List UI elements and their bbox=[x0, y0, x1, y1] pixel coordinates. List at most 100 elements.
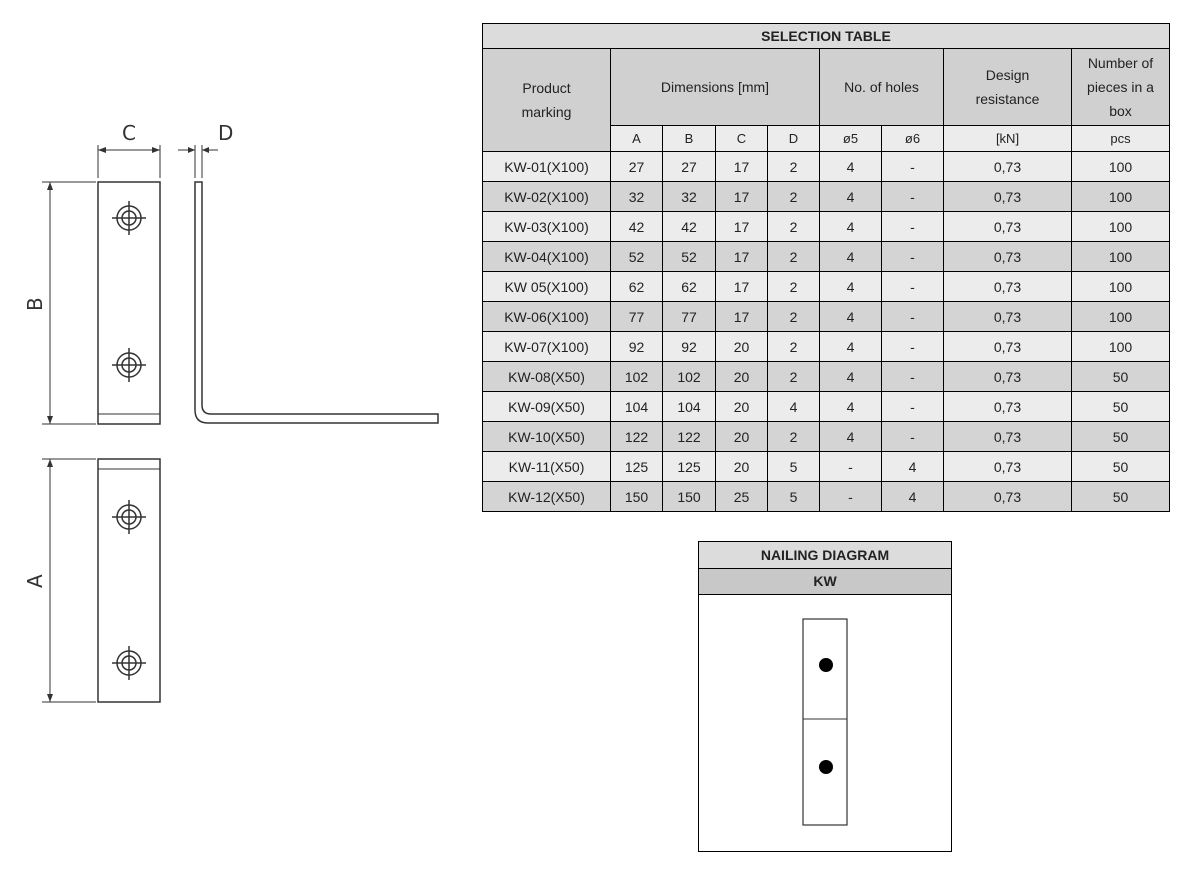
cell-dim-c: 17 bbox=[715, 241, 768, 272]
plate-outline bbox=[802, 618, 848, 826]
cell-dim-a: 122 bbox=[610, 421, 663, 452]
cell-dim-d: 2 bbox=[767, 331, 820, 362]
nailing-diagram: NAILING DIAGRAM KW bbox=[698, 541, 952, 852]
cell-dim-c: 17 bbox=[715, 301, 768, 332]
selection-table: SELECTION TABLE Product marking Dimensio… bbox=[482, 23, 1170, 512]
cell-design-resistance: 0,73 bbox=[943, 361, 1072, 392]
cell-dim-b: 27 bbox=[662, 151, 716, 182]
cell-dim-c: 17 bbox=[715, 181, 768, 212]
cell-pieces: 100 bbox=[1071, 151, 1170, 182]
nailing-diagram-subtitle: KW bbox=[699, 569, 951, 595]
cell-pieces: 50 bbox=[1071, 361, 1170, 392]
hole-icon bbox=[112, 348, 146, 382]
cell-holes-6: - bbox=[881, 331, 944, 362]
cell-holes-5: 4 bbox=[819, 301, 882, 332]
cell-holes-5: 4 bbox=[819, 211, 882, 242]
cell-dim-a: 125 bbox=[610, 451, 663, 482]
cell-dim-d: 2 bbox=[767, 151, 820, 182]
cell-dim-d: 2 bbox=[767, 301, 820, 332]
cell-dim-d: 2 bbox=[767, 241, 820, 272]
cell-dim-c: 20 bbox=[715, 451, 768, 482]
nailing-pattern bbox=[802, 618, 848, 826]
cell-holes-5: 4 bbox=[819, 331, 882, 362]
cell-pieces: 50 bbox=[1071, 451, 1170, 482]
cell-dim-d: 5 bbox=[767, 481, 820, 512]
cell-holes-6: - bbox=[881, 151, 944, 182]
cell-dim-a: 150 bbox=[610, 481, 663, 512]
cell-dim-b: 42 bbox=[662, 211, 716, 242]
header-pieces: Number of pieces in a box bbox=[1071, 48, 1170, 126]
subheader-pcs: pcs bbox=[1071, 125, 1170, 152]
cell-dim-a: 32 bbox=[610, 181, 663, 212]
cell-dim-c: 20 bbox=[715, 361, 768, 392]
cell-dim-b: 62 bbox=[662, 271, 716, 302]
cell-design-resistance: 0,73 bbox=[943, 391, 1072, 422]
cell-dim-b: 32 bbox=[662, 181, 716, 212]
hole-icon bbox=[112, 500, 146, 534]
cell-dim-a: 42 bbox=[610, 211, 663, 242]
cell-dim-d: 2 bbox=[767, 421, 820, 452]
nailing-diagram-title: NAILING DIAGRAM bbox=[699, 542, 951, 569]
subheader-a: A bbox=[610, 125, 663, 152]
cell-product-marking: KW 05(X100) bbox=[482, 271, 611, 302]
cell-holes-5: 4 bbox=[819, 361, 882, 392]
cell-holes-6: - bbox=[881, 391, 944, 422]
cell-holes-5: 4 bbox=[819, 271, 882, 302]
cell-pieces: 100 bbox=[1071, 271, 1170, 302]
cell-holes-5: - bbox=[819, 481, 882, 512]
cell-holes-6: - bbox=[881, 301, 944, 332]
hole-icon bbox=[112, 201, 146, 235]
cell-dim-d: 2 bbox=[767, 181, 820, 212]
cell-holes-6: - bbox=[881, 181, 944, 212]
cell-dim-b: 92 bbox=[662, 331, 716, 362]
cell-dim-a: 92 bbox=[610, 331, 663, 362]
cell-dim-a: 27 bbox=[610, 151, 663, 182]
cell-product-marking: KW-11(X50) bbox=[482, 451, 611, 482]
cell-dim-b: 150 bbox=[662, 481, 716, 512]
dim-label-b: B bbox=[23, 297, 47, 311]
cell-design-resistance: 0,73 bbox=[943, 181, 1072, 212]
cell-pieces: 50 bbox=[1071, 421, 1170, 452]
cell-design-resistance: 0,73 bbox=[943, 421, 1072, 452]
dim-label-c: C bbox=[122, 121, 136, 145]
cell-holes-6: 4 bbox=[881, 451, 944, 482]
header-product-marking: Product marking bbox=[482, 48, 611, 152]
cell-design-resistance: 0,73 bbox=[943, 211, 1072, 242]
cell-dim-c: 17 bbox=[715, 271, 768, 302]
cell-dim-c: 17 bbox=[715, 211, 768, 242]
nail-dot-icon bbox=[819, 760, 833, 774]
cell-holes-6: - bbox=[881, 211, 944, 242]
cell-product-marking: KW-02(X100) bbox=[482, 181, 611, 212]
cell-pieces: 100 bbox=[1071, 181, 1170, 212]
dim-label-a: A bbox=[23, 574, 47, 588]
cell-dim-d: 2 bbox=[767, 271, 820, 302]
cell-dim-b: 122 bbox=[662, 421, 716, 452]
subheader-d: D bbox=[767, 125, 820, 152]
cell-holes-5: - bbox=[819, 451, 882, 482]
cell-design-resistance: 0,73 bbox=[943, 301, 1072, 332]
cell-dim-b: 102 bbox=[662, 361, 716, 392]
header-dimensions: Dimensions [mm] bbox=[610, 48, 820, 126]
cell-design-resistance: 0,73 bbox=[943, 451, 1072, 482]
cell-product-marking: KW-12(X50) bbox=[482, 481, 611, 512]
header-design-resistance: Design resistance bbox=[943, 48, 1072, 126]
cell-pieces: 100 bbox=[1071, 211, 1170, 242]
cell-product-marking: KW-03(X100) bbox=[482, 211, 611, 242]
cell-design-resistance: 0,73 bbox=[943, 241, 1072, 272]
cell-design-resistance: 0,73 bbox=[943, 331, 1072, 362]
bracket-side-profile bbox=[194, 181, 439, 424]
cell-dim-d: 2 bbox=[767, 361, 820, 392]
cell-holes-6: - bbox=[881, 421, 944, 452]
cell-dim-b: 104 bbox=[662, 391, 716, 422]
cell-pieces: 50 bbox=[1071, 481, 1170, 512]
